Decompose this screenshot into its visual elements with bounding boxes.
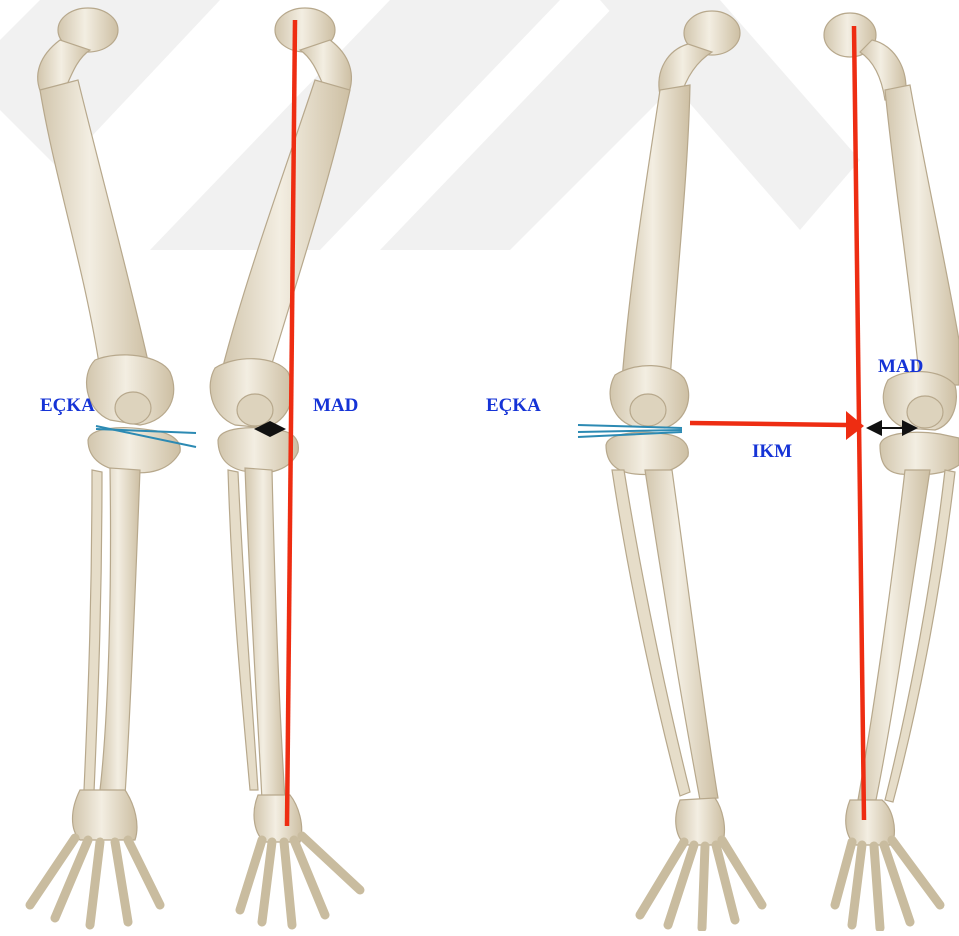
right-panel-ikm-line xyxy=(690,423,846,425)
right-mad-label: MAD xyxy=(878,356,923,378)
left-mad-label: MAD xyxy=(313,395,358,417)
right-ecka-label: EÇKA xyxy=(486,395,541,417)
right-ikm-label: IKM xyxy=(752,441,792,463)
left-ecka-label: EÇKA xyxy=(40,395,95,417)
left-panel-leg-1 xyxy=(30,8,180,925)
